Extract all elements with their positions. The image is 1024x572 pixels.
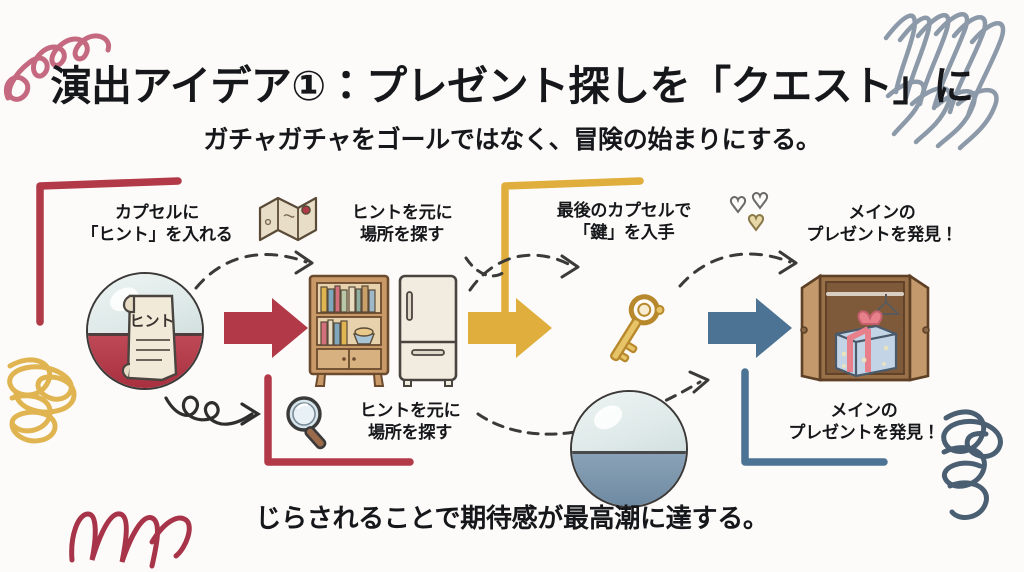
dashed-arrowhead-3: [778, 250, 798, 275]
squiggle-arrowhead-2: [688, 370, 710, 394]
arrow-blue-step3-to-step4: [708, 298, 792, 358]
step-2-lower-label: ヒントを元に 場所を探す: [359, 401, 461, 443]
dashed-flourish-key: [464, 256, 506, 278]
capsule-key-seam: [572, 451, 686, 454]
capsule-key-top-half: [572, 392, 686, 452]
scribble-slate-loops-icon: [941, 409, 1003, 520]
bracket-yellow-upper: [501, 177, 644, 334]
refrigerator-icon: [398, 274, 458, 387]
bookshelf-icon: [308, 274, 390, 387]
scribble-grey-hatch-icon: [883, 12, 1006, 151]
sparkle-icon: [729, 192, 769, 232]
page-title: 演出アイデア①：プレゼント探しを「クエスト」に: [50, 63, 974, 109]
scribble-dark-red-icon: [69, 511, 192, 569]
step-4-lower-label: メインの プレゼントを発見！: [788, 401, 940, 443]
hint-scroll-label: ヒント: [129, 313, 174, 330]
step-3-label: 最後のカプセルで 「鍵」を入手: [556, 201, 692, 243]
step-2-label: ヒントを元に 場所を探す: [351, 203, 453, 245]
map-icon: [258, 196, 318, 242]
gachapon-capsule-key-icon: [570, 390, 688, 508]
bracket-red-lower: [264, 374, 414, 466]
dashed-connector-3: [678, 252, 792, 288]
arrow-yellow-step2-to-step3: [468, 298, 552, 358]
scribble-gold-loops-icon: [7, 357, 77, 444]
bracket-blue-lower: [741, 368, 888, 466]
page-subtitle: ガチャガチャをゴールではなく、冒険の始まりにする。: [203, 126, 821, 154]
squiggle-arrow-1: [164, 395, 262, 426]
hint-scroll-icon: ヒント: [121, 294, 178, 382]
step-1-label: カプセルに 「ヒント」を入れる: [81, 203, 233, 245]
wardrobe-with-gift-icon: [800, 273, 930, 382]
bracket-red-upper: [36, 177, 182, 326]
dashed-connector-1: [194, 253, 308, 290]
bookshelf-and-fridge-illustration: [308, 274, 458, 387]
dashed-arrowhead-2: [560, 254, 580, 279]
golden-key-icon: [610, 294, 665, 363]
magnifier-icon: [286, 396, 327, 450]
gift-box-icon: [834, 310, 898, 378]
capsule-key-bottom-half: [572, 451, 686, 506]
step-4-label: メインの プレゼントを発見！: [806, 203, 958, 245]
page-caption: じらされることで期待感が最高潮に達する。: [255, 503, 769, 533]
scribble-pink-loops-icon: [4, 33, 112, 102]
arrow-red-step1-to-step2: [224, 298, 308, 358]
dashed-arrowhead-1: [294, 250, 314, 275]
hanger-icon: [871, 294, 901, 315]
dashed-connector-2: [468, 253, 574, 292]
